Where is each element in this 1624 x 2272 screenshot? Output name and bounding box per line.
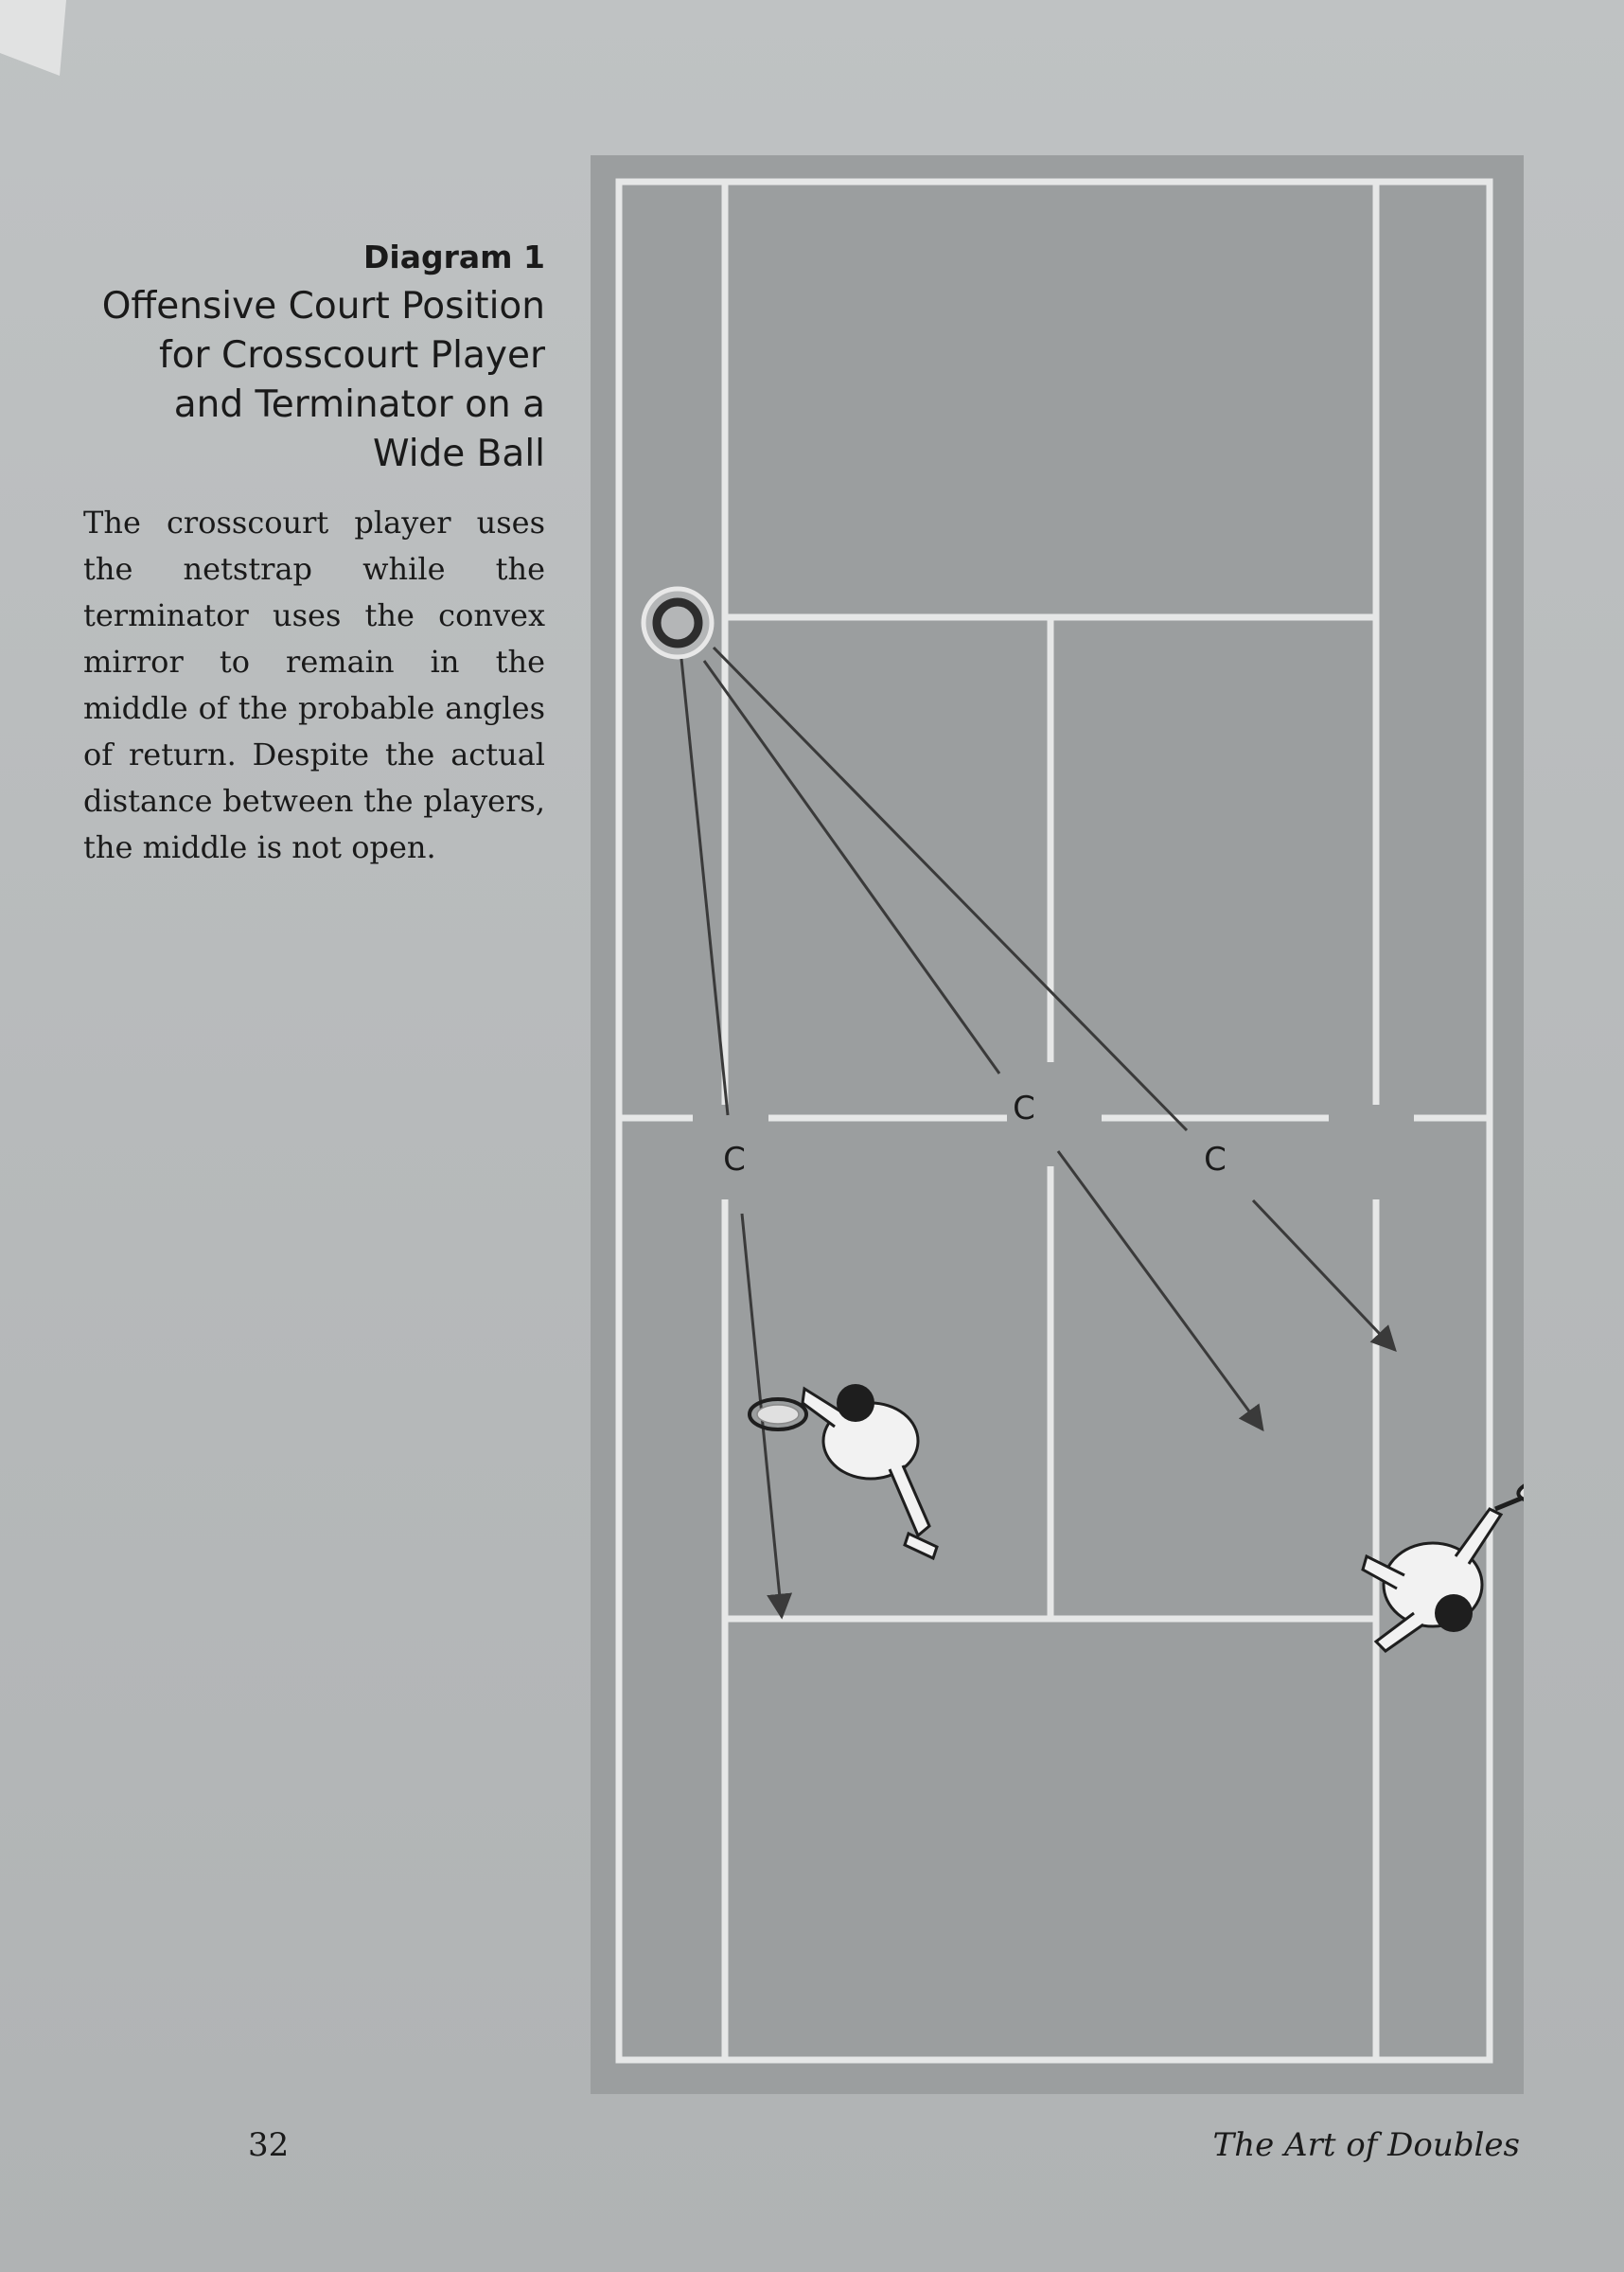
- angle-line-crosscourt: [712, 646, 1189, 1132]
- figure-label: Diagram 1: [363, 239, 545, 275]
- player-head: [1435, 1594, 1473, 1632]
- return-angle-lines: [680, 646, 1397, 1620]
- figure-title: Offensive Court Position for Crosscourt …: [101, 285, 545, 475]
- racket-strings: [756, 1404, 800, 1425]
- court-mark-left: C: [723, 1141, 746, 1179]
- racket-icon: [1516, 1471, 1524, 1505]
- player-arm: [801, 1386, 843, 1429]
- folded-corner: [0, 0, 66, 76]
- player-leg: [1361, 1553, 1405, 1590]
- tennis-court-diagram: C C C: [591, 155, 1524, 2094]
- ball-marker: [641, 586, 715, 660]
- running-book-title: The Art of Doubles: [1212, 2126, 1520, 2164]
- court-mark-right: C: [1204, 1141, 1227, 1179]
- arrow-middle: [1056, 1150, 1264, 1432]
- player-shoes: [903, 1531, 939, 1561]
- player-arm: [1454, 1507, 1504, 1565]
- crosscourt-player: [748, 1384, 939, 1561]
- terminator-player: [1361, 1471, 1524, 1653]
- angle-line-middle: [702, 660, 1001, 1074]
- player-leg: [1373, 1611, 1424, 1653]
- figure-description: The crosscourt player uses the netstrap …: [83, 505, 545, 865]
- court-marks: C C C: [723, 1090, 1227, 1179]
- player-head: [837, 1384, 874, 1422]
- racket-icon: [748, 1397, 808, 1431]
- figure-caption: Diagram 1 Offensive Court Position for C…: [83, 237, 545, 871]
- court-mark-center: C: [1013, 1090, 1035, 1127]
- label-gaps: [693, 1062, 1414, 1199]
- angle-line-down-the-line: [680, 658, 730, 1116]
- arrow-crosscourt: [1251, 1198, 1397, 1352]
- player-leg: [888, 1464, 931, 1538]
- page-number: 32: [248, 2126, 290, 2164]
